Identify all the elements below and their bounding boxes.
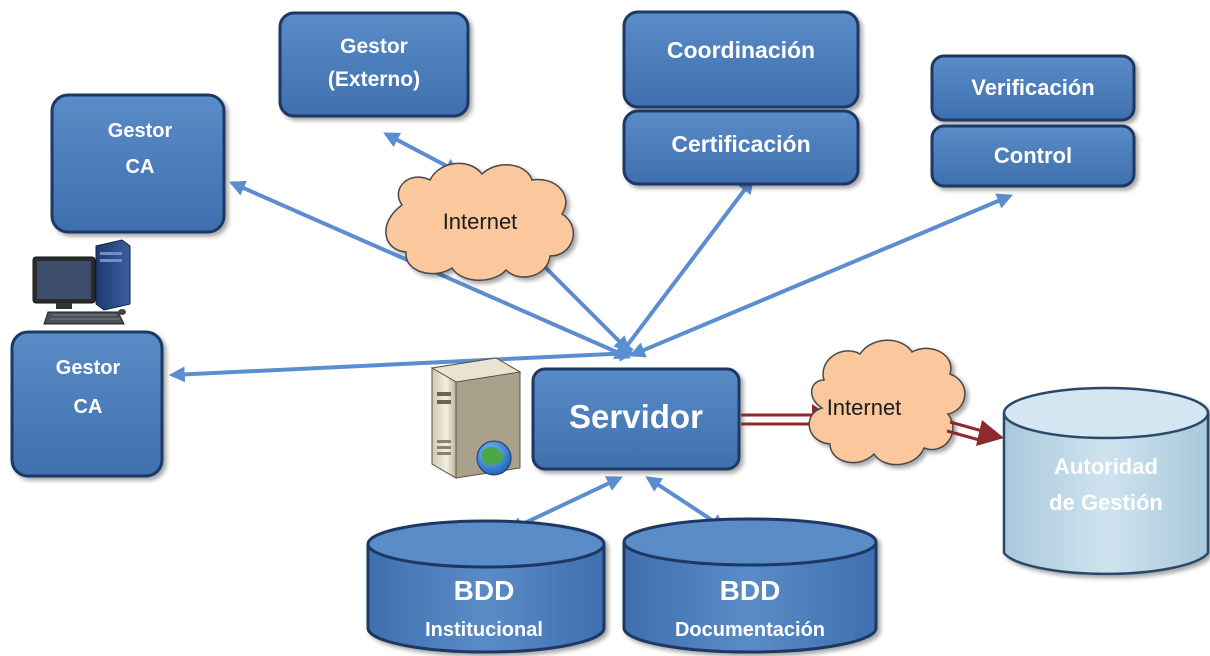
autoridad-line1: Autoridad xyxy=(1054,454,1158,479)
coordinacion-label: Coordinación xyxy=(667,37,815,63)
gestor-ca-left-line1: Gestor xyxy=(56,357,121,379)
control-label: Control xyxy=(994,143,1072,168)
gestor-ca-left-line2: CA xyxy=(74,396,103,418)
control-box: Control xyxy=(930,124,1136,188)
certificacion-box: Certificación xyxy=(622,109,860,186)
bdd-institucional-line1: BDD xyxy=(454,575,515,606)
verificacion-box: Verificación xyxy=(930,54,1136,122)
verificacion-label: Verificación xyxy=(971,75,1095,100)
gestor-ca-top-line2: CA xyxy=(126,156,155,178)
red-double-arrow-internet-autoridad xyxy=(946,420,1004,446)
internet-top-label: Internet xyxy=(443,209,518,234)
connector-arrows xyxy=(168,132,1013,532)
autoridad-de-gestion-cylinder: Autoridad de Gestión xyxy=(1002,386,1210,576)
bdd-institucional-line2: Institucional xyxy=(425,619,543,641)
bdd-institucional-cylinder: BDD Institucional xyxy=(366,519,606,654)
bdd-documentacion-line1: BDD xyxy=(720,575,781,606)
autoridad-line2: de Gestión xyxy=(1049,490,1163,515)
web-server-icon xyxy=(430,357,522,479)
arrow-internet-servidor xyxy=(531,253,631,353)
internet-cloud-right: Internet xyxy=(808,339,966,466)
gestor-externo-line2: (Externo) xyxy=(328,68,420,91)
gestor-externo-box: Gestor (Externo) xyxy=(278,11,470,118)
gestor-ca-top-box: Gestor CA xyxy=(50,93,226,234)
arrow-control-servidor xyxy=(629,193,1013,358)
coordinacion-box: Coordinación xyxy=(622,10,860,109)
gestor-externo-line1: Gestor xyxy=(340,35,408,58)
bdd-documentacion-line2: Documentación xyxy=(675,619,825,641)
gestor-ca-top-line1: Gestor xyxy=(108,120,173,142)
servidor-box: Servidor xyxy=(531,367,741,471)
internet-cloud-top: Internet xyxy=(385,162,574,281)
desktop-computer-icon xyxy=(32,239,131,325)
certificacion-label: Certificación xyxy=(671,131,810,157)
gestor-ca-left-box: Gestor CA xyxy=(10,330,164,478)
servidor-label: Servidor xyxy=(569,398,703,435)
arrow-certificacion-servidor xyxy=(618,177,754,358)
internet-right-label: Internet xyxy=(827,395,902,420)
arrow-gestor-ca-left-servidor xyxy=(168,345,636,383)
bdd-documentacion-cylinder: BDD Documentación xyxy=(622,517,878,654)
